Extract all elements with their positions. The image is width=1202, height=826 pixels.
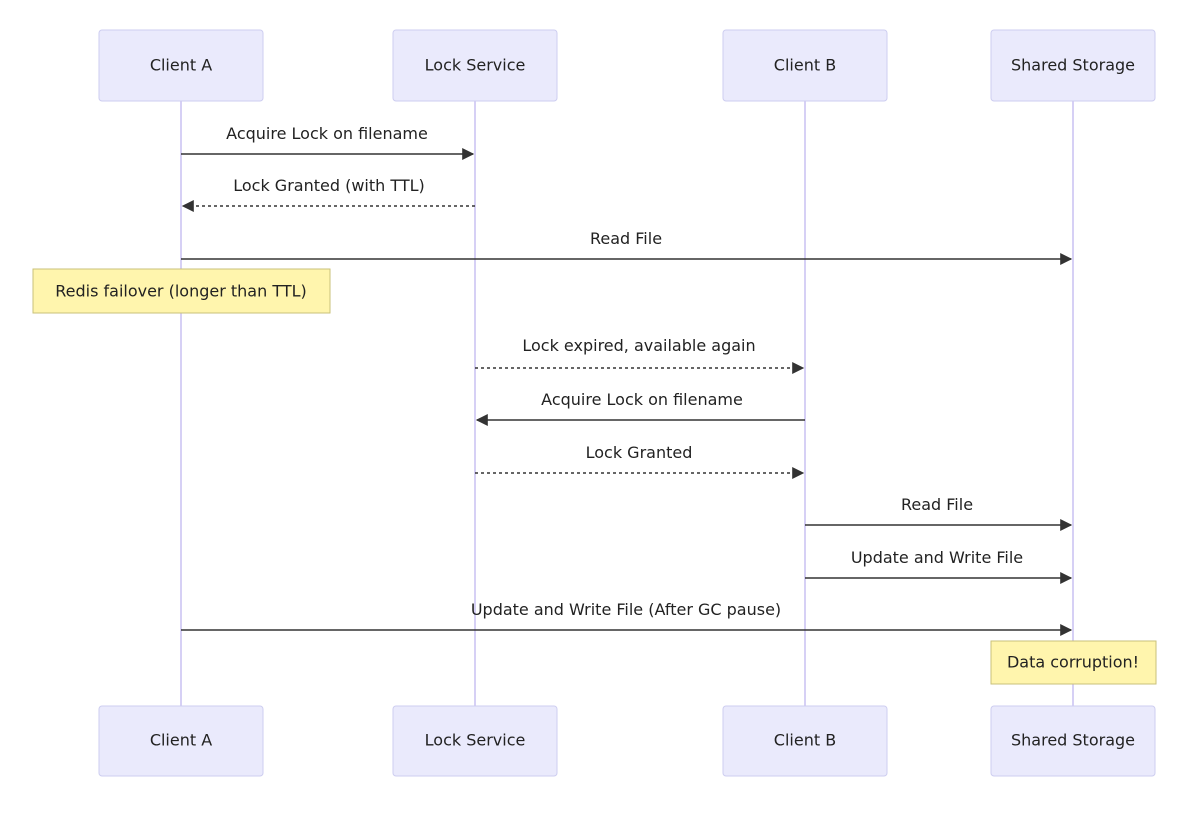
actor-label: Client B xyxy=(774,56,836,75)
actor-label: Lock Service xyxy=(425,56,526,75)
message-lock-expired: Lock expired, available again xyxy=(475,336,805,374)
actor-client-a-top: Client A xyxy=(98,29,264,102)
message-label: Update and Write File (After GC pause) xyxy=(471,600,781,619)
message-label: Read File xyxy=(590,229,662,248)
note-redis-failover: Redis failover (longer than TTL) xyxy=(32,268,331,314)
message-label: Lock Granted (with TTL) xyxy=(233,176,425,195)
lifelines xyxy=(180,101,1074,706)
actor-label: Client A xyxy=(150,731,212,750)
message-acquire-lock-a: Acquire Lock on filename xyxy=(181,124,475,160)
note-data-corruption: Data corruption! xyxy=(990,640,1157,685)
actor-shared-storage-top: Shared Storage xyxy=(990,29,1156,102)
messages: Acquire Lock on filename Lock Granted (w… xyxy=(181,124,1073,636)
actor-lock-service-bottom: Lock Service xyxy=(392,705,558,777)
notes: Redis failover (longer than TTL) Data co… xyxy=(32,268,1157,685)
actor-label: Shared Storage xyxy=(1011,56,1135,75)
message-label: Acquire Lock on filename xyxy=(226,124,428,143)
message-label: Update and Write File xyxy=(851,548,1023,567)
message-lock-granted: Lock Granted xyxy=(475,443,805,479)
actor-client-b-top: Client B xyxy=(722,29,888,102)
actor-shared-storage-bottom: Shared Storage xyxy=(990,705,1156,777)
actors-bottom: Client A Lock Service Client B Shared St… xyxy=(98,705,1156,777)
actor-label: Client B xyxy=(774,731,836,750)
message-lock-granted-ttl: Lock Granted (with TTL) xyxy=(181,176,475,212)
note-label: Data corruption! xyxy=(1007,653,1139,672)
actor-client-a-bottom: Client A xyxy=(98,705,264,777)
message-read-file-b: Read File xyxy=(805,495,1073,531)
actor-label: Shared Storage xyxy=(1011,731,1135,750)
message-label: Read File xyxy=(901,495,973,514)
message-read-file-a: Read File xyxy=(181,229,1073,265)
actor-label: Lock Service xyxy=(425,731,526,750)
message-update-write-b: Update and Write File xyxy=(805,548,1073,584)
actor-label: Client A xyxy=(150,56,212,75)
message-label: Lock Granted xyxy=(586,443,693,462)
note-label: Redis failover (longer than TTL) xyxy=(55,282,307,301)
message-acquire-lock-b: Acquire Lock on filename xyxy=(475,390,805,426)
message-update-write-a: Update and Write File (After GC pause) xyxy=(181,600,1073,636)
actors-top: Client A Lock Service Client B Shared St… xyxy=(98,29,1156,102)
message-label: Lock expired, available again xyxy=(522,336,755,355)
message-label: Acquire Lock on filename xyxy=(541,390,743,409)
actor-client-b-bottom: Client B xyxy=(722,705,888,777)
actor-lock-service-top: Lock Service xyxy=(392,29,558,102)
